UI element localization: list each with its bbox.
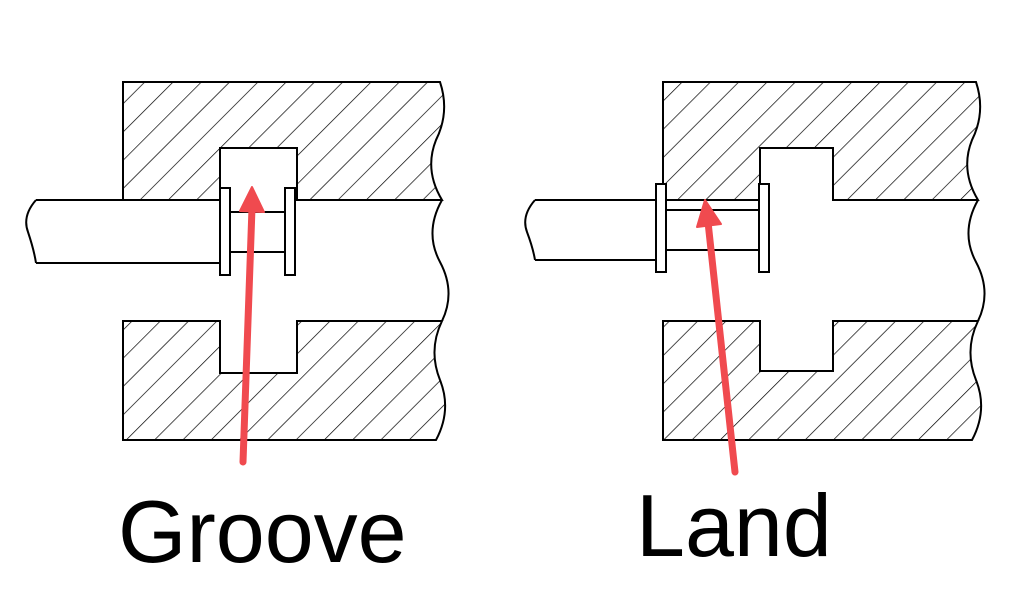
groove-lower-body <box>122 320 447 441</box>
groove-upper-body <box>122 81 446 201</box>
groove-arrow-shaft <box>239 204 256 466</box>
groove-label: Groove <box>118 482 407 581</box>
groove-rod <box>36 199 220 264</box>
groove-rod-end <box>25 199 37 264</box>
groove-arrow-head <box>239 186 265 213</box>
land-figure <box>524 81 986 476</box>
land-rod-end <box>524 199 536 261</box>
groove-bore-break <box>431 199 450 322</box>
land-lower-body <box>662 320 983 441</box>
groove-spool-hub <box>230 211 285 253</box>
land-label: Land <box>636 476 832 575</box>
land-arrow-head <box>696 199 722 228</box>
land-upper-body <box>662 81 982 201</box>
land-bore-break <box>967 199 986 322</box>
land-flange-left <box>655 183 667 273</box>
land-flange-right <box>758 183 770 273</box>
land-rod <box>535 199 656 261</box>
groove-flange-right <box>284 187 296 276</box>
groove-flange-left <box>219 187 231 276</box>
groove-figure <box>25 81 450 466</box>
land-arrow-shaft <box>704 218 739 476</box>
